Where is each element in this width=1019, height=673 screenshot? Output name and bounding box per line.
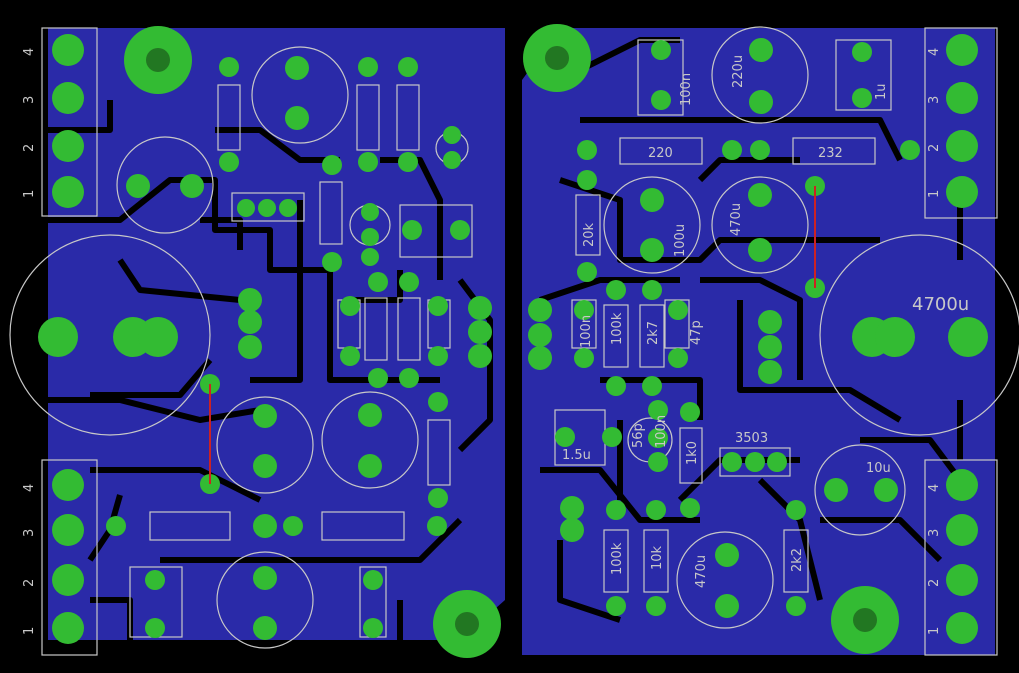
label-cap-56p: 56p <box>631 423 646 448</box>
terminal-label: 3 <box>22 529 37 537</box>
label-cap-1u: 1u <box>874 83 889 100</box>
right-copper-pour <box>522 28 995 655</box>
terminal-label: 2 <box>22 579 37 587</box>
terminal-label: 1 <box>22 627 37 635</box>
terminal-label: 2 <box>927 579 942 587</box>
label-res-1k0: 1k0 <box>685 441 700 465</box>
label-cap-100n-low: 100n <box>654 415 669 448</box>
label-res-232: 232 <box>818 146 843 161</box>
terminal-label: 3 <box>927 529 942 537</box>
terminal-label: 4 <box>927 484 942 492</box>
label-cap-100n-mid: 100n <box>579 315 594 348</box>
label-res-20k: 20k <box>582 222 597 247</box>
terminal-label: 3 <box>927 96 942 104</box>
terminal-label: 2 <box>22 144 37 152</box>
right-traces <box>539 37 963 623</box>
label-res-100k-low: 100k <box>610 542 625 575</box>
left-copper-pour <box>48 28 505 640</box>
label-res-100k-mid: 100k <box>610 312 625 345</box>
label-res-2k7: 2k7 <box>646 321 661 345</box>
label-cap-470u-top: 470u <box>729 203 744 236</box>
terminal-label: 1 <box>927 190 942 198</box>
label-cap-100n: 100n <box>679 73 694 106</box>
label-res-2k2: 2k2 <box>790 548 805 572</box>
label-cap-1-5u: 1.5u <box>562 448 591 463</box>
silkscreen <box>9 26 1019 656</box>
terminal-label: 4 <box>22 484 37 492</box>
mounting-holes <box>124 24 899 658</box>
label-res-10k: 10k <box>650 545 665 570</box>
terminal-label: 4 <box>927 48 942 56</box>
terminal-label: 1 <box>22 190 37 198</box>
pads <box>38 34 988 644</box>
silkscreen-labels: 4 3 2 1 4 3 2 1 4 3 2 1 4 3 2 1 100n 220… <box>22 48 969 635</box>
label-res-220: 220 <box>648 146 673 161</box>
terminal-label: 1 <box>927 627 942 635</box>
jumpers <box>209 186 816 484</box>
terminal-label: 3 <box>22 96 37 104</box>
terminal-label: 2 <box>927 144 942 152</box>
label-cap-220u: 220u <box>731 55 746 88</box>
label-cap-470u-low: 470u <box>694 555 709 588</box>
label-cap-10u: 10u <box>866 461 891 476</box>
label-cap-100u: 100u <box>673 224 688 257</box>
label-ic-3503: 3503 <box>735 431 768 446</box>
label-cap-4700u: 4700u <box>912 294 969 315</box>
label-cap-47p: 47p <box>689 320 704 345</box>
terminal-label: 4 <box>22 48 37 56</box>
